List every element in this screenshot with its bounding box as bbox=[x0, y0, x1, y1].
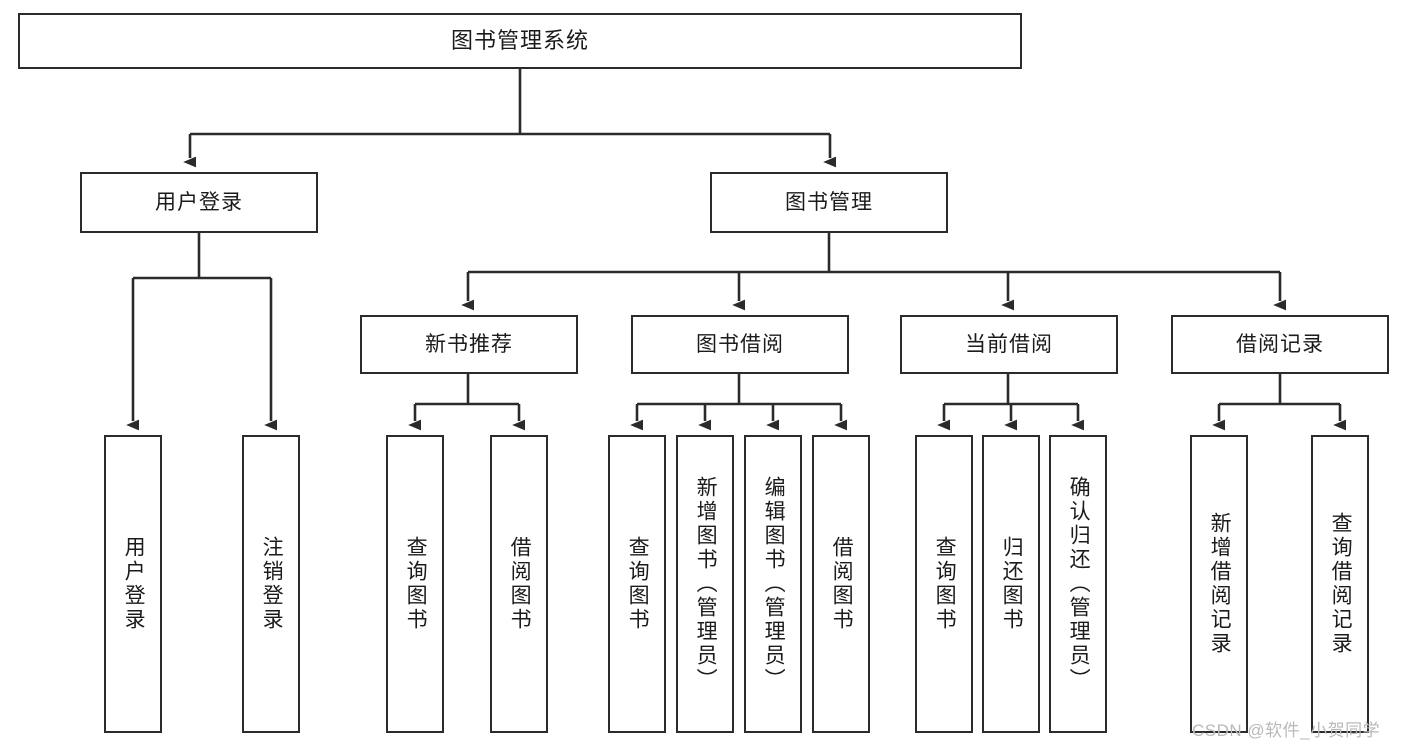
node-label: 查询借阅记录 bbox=[1329, 512, 1353, 656]
node-user-login[interactable]: 用户登录 bbox=[80, 172, 318, 233]
node-leaf-query-borrow-record[interactable]: 查询借阅记录 bbox=[1311, 435, 1369, 733]
node-leaf-borrow-book[interactable]: 借阅图书 bbox=[812, 435, 870, 733]
node-leaf-query-book-current[interactable]: 查询图书 bbox=[915, 435, 973, 733]
node-label: 新增图书（管理员） bbox=[694, 476, 718, 692]
node-label: 查询图书 bbox=[626, 536, 650, 632]
node-label: 新书推荐 bbox=[425, 332, 513, 356]
node-current-borrow[interactable]: 当前借阅 bbox=[900, 315, 1118, 374]
node-label: 借阅记录 bbox=[1236, 332, 1324, 356]
node-leaf-confirm-return-admin[interactable]: 确认归还（管理员） bbox=[1049, 435, 1107, 733]
node-leaf-edit-book-admin[interactable]: 编辑图书（管理员） bbox=[744, 435, 802, 733]
node-label: 图书借阅 bbox=[696, 332, 784, 356]
node-label: 新增借阅记录 bbox=[1208, 512, 1232, 656]
node-leaf-user-login[interactable]: 用户登录 bbox=[104, 435, 162, 733]
node-label: 借阅图书 bbox=[508, 536, 532, 632]
node-label: 查询图书 bbox=[933, 536, 957, 632]
node-label: 图书管理 bbox=[785, 190, 873, 214]
node-borrow-record[interactable]: 借阅记录 bbox=[1171, 315, 1389, 374]
node-new-book-recommendation[interactable]: 新书推荐 bbox=[360, 315, 578, 374]
node-label: 当前借阅 bbox=[965, 332, 1053, 356]
node-label: 查询图书 bbox=[404, 536, 428, 632]
node-label: 编辑图书（管理员） bbox=[762, 476, 786, 692]
node-label: 用户登录 bbox=[155, 190, 243, 214]
node-label: 归还图书 bbox=[1000, 536, 1024, 632]
node-label: 图书管理系统 bbox=[450, 27, 589, 53]
node-leaf-query-book-rec[interactable]: 查询图书 bbox=[386, 435, 444, 733]
node-label: 确认归还（管理员） bbox=[1067, 476, 1091, 692]
node-leaf-add-borrow-record[interactable]: 新增借阅记录 bbox=[1190, 435, 1248, 733]
node-root-book-management-system[interactable]: 图书管理系统 bbox=[18, 13, 1022, 69]
node-leaf-borrow-book-rec[interactable]: 借阅图书 bbox=[490, 435, 548, 733]
node-leaf-user-logout[interactable]: 注销登录 bbox=[242, 435, 300, 733]
node-label: 用户登录 bbox=[122, 536, 146, 632]
node-label: 注销登录 bbox=[260, 536, 284, 632]
csdn-watermark: CSDN @软件_小贺同学 bbox=[1192, 721, 1381, 740]
node-book-manage[interactable]: 图书管理 bbox=[710, 172, 948, 233]
node-label: 借阅图书 bbox=[830, 536, 854, 632]
node-book-borrow[interactable]: 图书借阅 bbox=[631, 315, 849, 374]
node-leaf-add-book-admin[interactable]: 新增图书（管理员） bbox=[676, 435, 734, 733]
node-leaf-return-book[interactable]: 归还图书 bbox=[982, 435, 1040, 733]
node-leaf-query-book-borrow[interactable]: 查询图书 bbox=[608, 435, 666, 733]
